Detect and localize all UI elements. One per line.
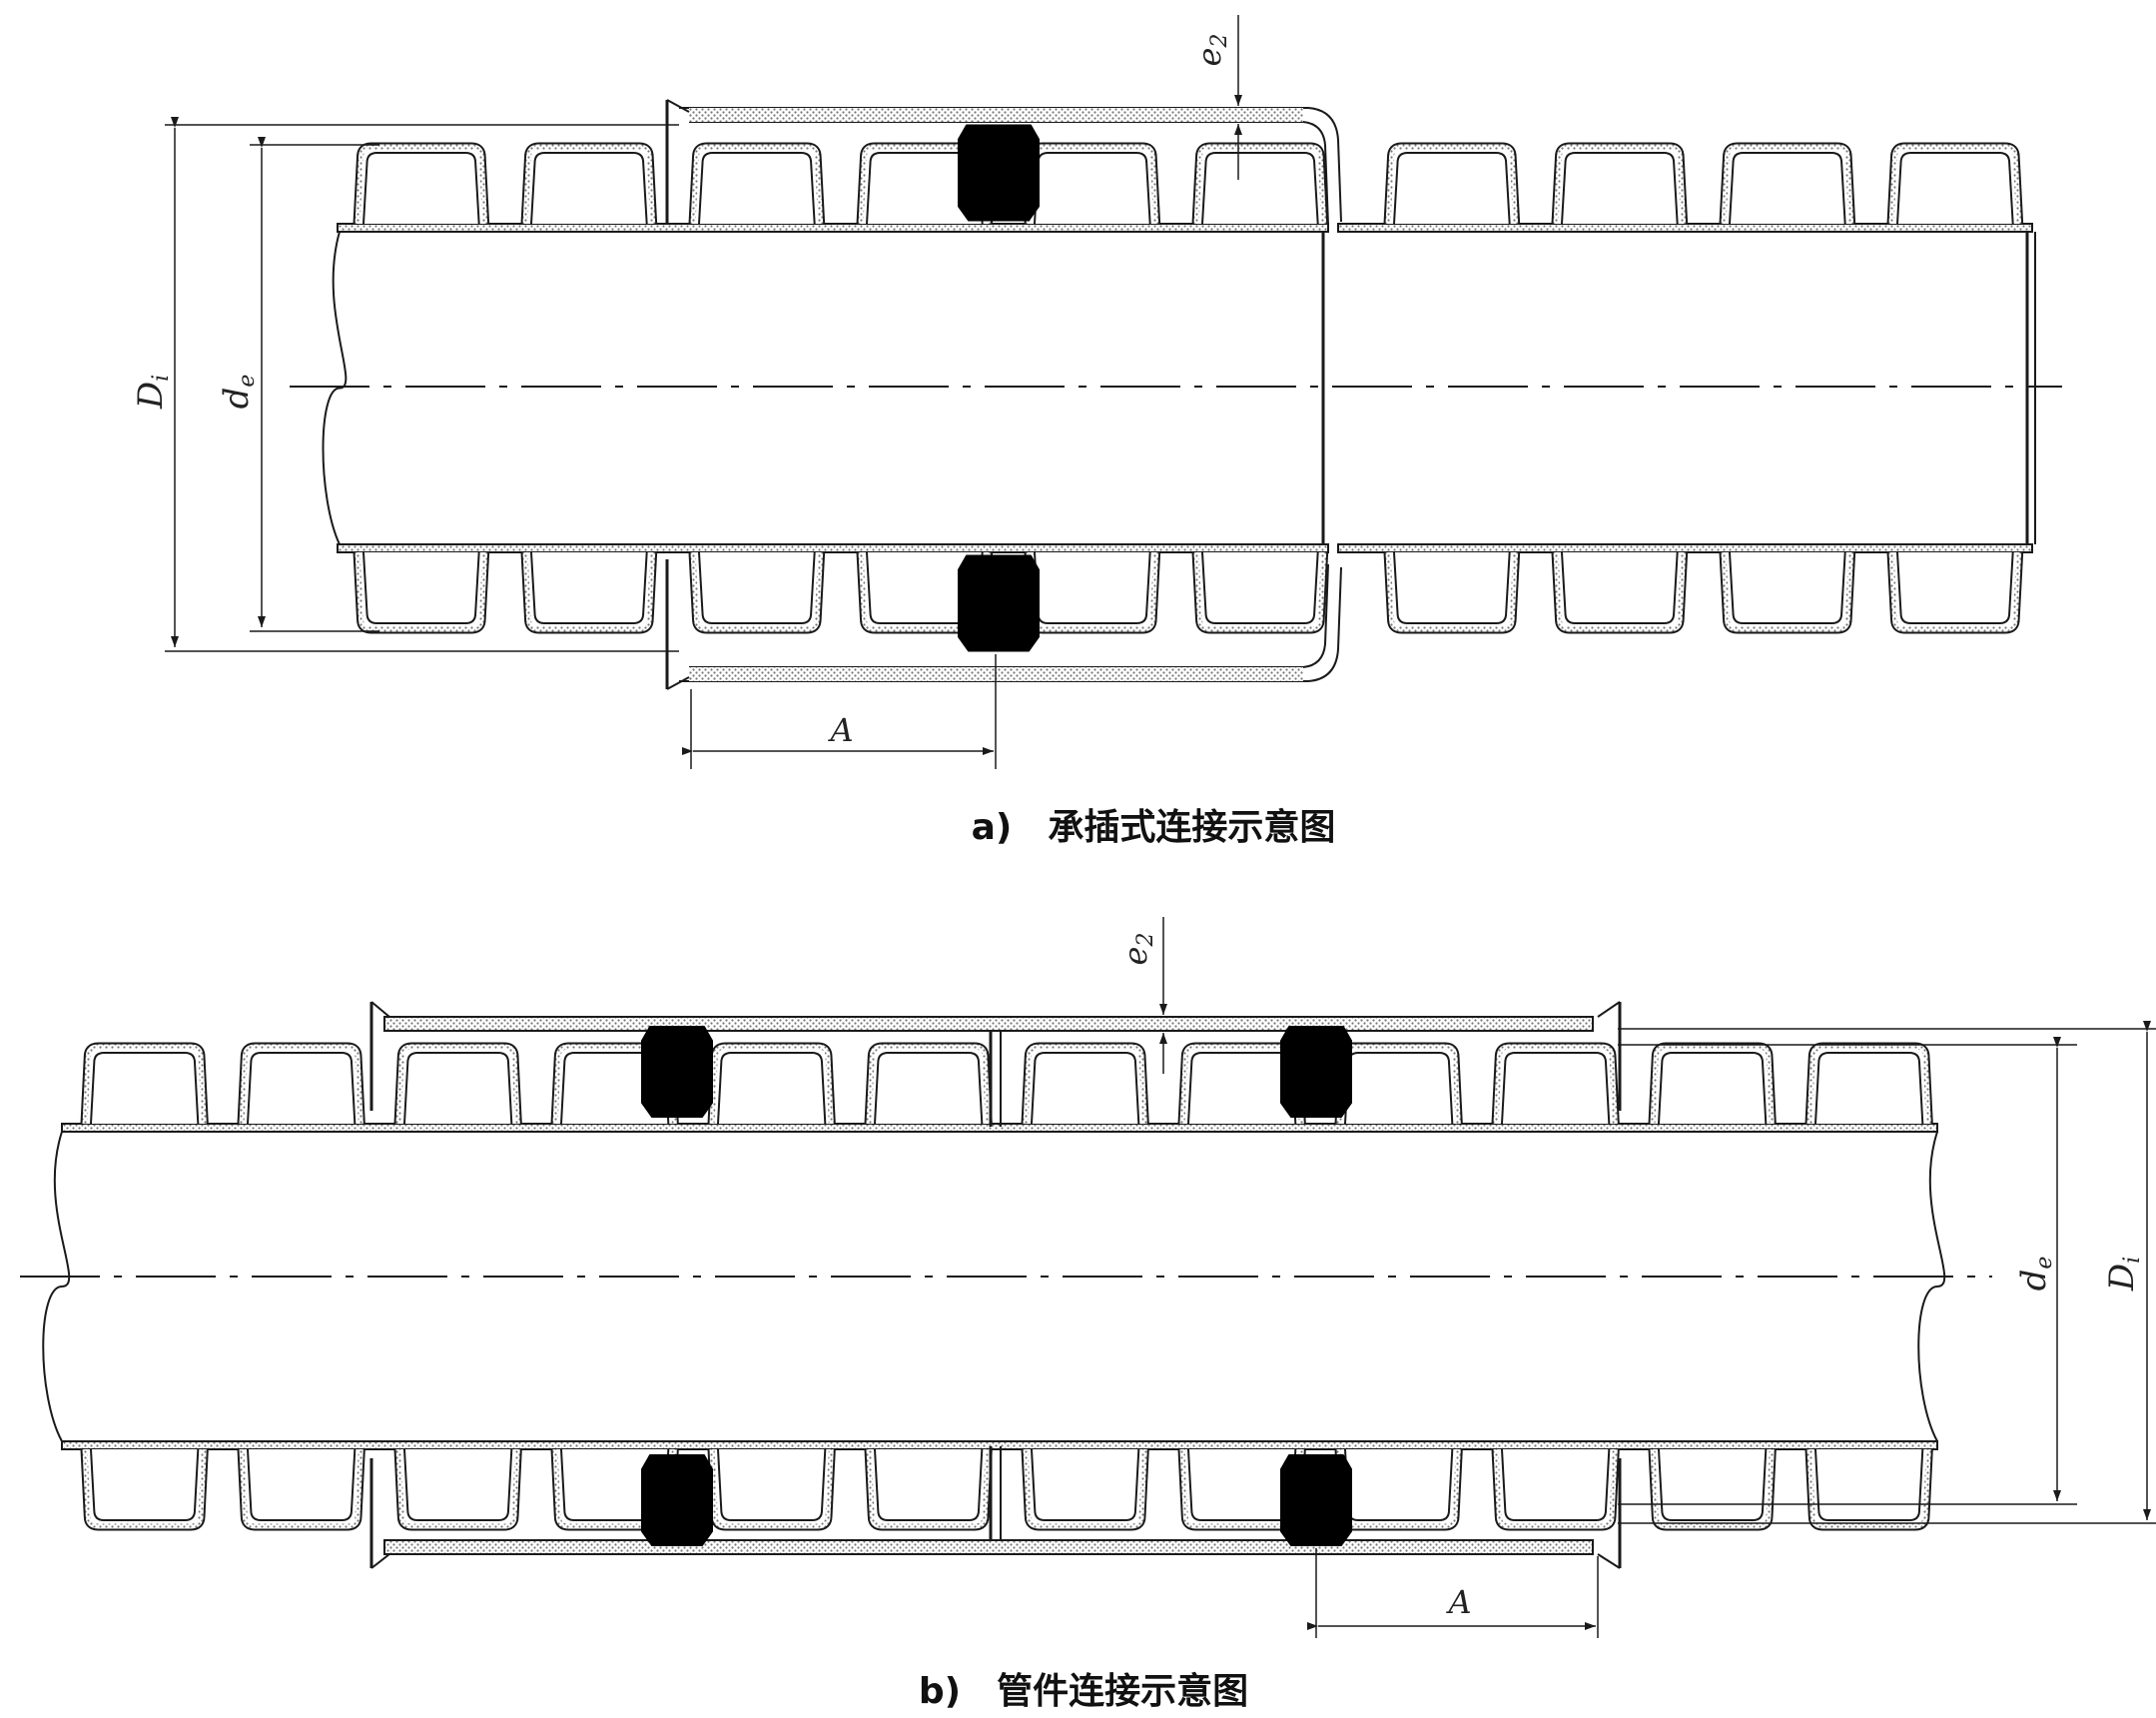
diagram-a-right-upper-corrugation-ring-inner xyxy=(1393,152,1511,225)
diagram-b-lower-corrugation-ring-inner xyxy=(717,1448,827,1521)
diagram-b-upper-corrugation-ring-inner xyxy=(1814,1052,1924,1125)
diagram-b-upper-corrugation-ring-inner xyxy=(874,1052,984,1125)
diagram-a-right-upper-corrugation-ring-inner xyxy=(1729,152,1846,225)
diagram-a-outer-diameter-label: Di xyxy=(131,375,174,410)
diagram-a-socket-top-inner xyxy=(689,121,1329,226)
diagram-a-upper-corrugation-ring-inner xyxy=(1201,152,1319,225)
diagram-b-seal-bottom-left xyxy=(641,1454,713,1546)
diagram-b-lower-corrugation-ring-inner xyxy=(874,1448,984,1521)
diagram-b-break-line-right xyxy=(1917,1131,1946,1442)
diagram-b-lower-corrugation-ring-inner xyxy=(1501,1448,1611,1521)
diagram-a-lower-corrugation-ring-inner xyxy=(698,551,816,624)
diagram-b-upper-corrugation-ring-inner xyxy=(403,1052,513,1125)
diagram-a-socket-bottom-inner xyxy=(689,563,1329,668)
diagram-b-upper-corrugation-ring-inner xyxy=(717,1052,827,1125)
diagram-b-seal-top-left xyxy=(641,1026,713,1118)
diagram-b-lower-corrugation-ring-inner xyxy=(247,1448,357,1521)
diagram-a-socket-lip-top-edge xyxy=(666,99,690,113)
diagram-a-insertion-length-label: A xyxy=(827,711,853,749)
diagram-a-socket-bottom-outer xyxy=(679,566,1342,682)
diagram-b-lower-corrugation-ring-inner xyxy=(1344,1448,1454,1521)
diagram-b-upper-corrugation-ring-inner xyxy=(1187,1052,1297,1125)
diagram-a-pipe-od-label: de xyxy=(217,375,260,410)
diagram-a-upper-corrugation-ring-inner xyxy=(530,152,648,225)
diagram-a-labels: Di de e2 A a)承插式连接示意图 xyxy=(131,34,1335,848)
diagram-a-seal-top xyxy=(958,124,1040,222)
diagram-b-insertion-length-label: A xyxy=(1445,1583,1471,1621)
diagram-b-coupling-bottom xyxy=(383,1539,1594,1555)
diagram-a-right-lower-corrugation-ring-inner xyxy=(1393,551,1511,624)
diagram-a-right-upper-corrugation-ring-inner xyxy=(1561,152,1679,225)
diagram-b-seal-top-right xyxy=(1280,1026,1352,1118)
diagram-b-upper-corrugation-ring-inner xyxy=(1658,1052,1768,1125)
diagram-a-lower-corrugation-ring-inner xyxy=(1201,551,1319,624)
diagram-a-right-lower-corrugation-ring-inner xyxy=(1561,551,1679,624)
diagram-b-upper-corrugation-ring-inner xyxy=(1501,1052,1611,1125)
diagram-a-lower-corrugation-ring-inner xyxy=(530,551,648,624)
diagram-a-upper-corrugation-wall xyxy=(337,223,1329,233)
diagram-a-caption: a)承插式连接示意图 xyxy=(972,807,1336,848)
diagram-a-socket-top-outer xyxy=(679,107,1342,223)
diagram-a-right-lower-corrugation-ring-inner xyxy=(1729,551,1846,624)
diagram-b-seal-bottom-right xyxy=(1280,1454,1352,1546)
diagram-b-pipe-od-label: de xyxy=(2014,1257,2057,1291)
diagram-b-lower-corrugation-ring-inner xyxy=(1031,1448,1140,1521)
diagram-b-coupling-lip-tr-edge xyxy=(1597,1001,1621,1018)
diagram-b-coupling-lip-bl-edge xyxy=(370,1553,390,1569)
diagram-b-upper-corrugation-ring-inner xyxy=(247,1052,357,1125)
diagram-a-socket-top-fill xyxy=(689,108,1303,122)
diagram-a-upper-corrugation-ring-inner xyxy=(698,152,816,225)
diagram-a-lower-corrugation-ring-inner xyxy=(1034,551,1151,624)
diagram-b-labels: e2 de Di A b)管件连接示意图 xyxy=(919,933,2145,1712)
diagram-a-right-upper-corrugation-ring-inner xyxy=(1896,152,2014,225)
coupling-joint-diagram xyxy=(20,917,2156,1638)
diagram-b-upper-corrugation-ring-inner xyxy=(90,1052,200,1125)
diagram-b-upper-corrugation-ring-inner xyxy=(1344,1052,1454,1125)
diagram-b-lower-corrugation-ring-inner xyxy=(90,1448,200,1521)
diagram-a-right-lower-corrugation-wall xyxy=(1337,543,2033,553)
diagram-a-lower-corrugation-wall xyxy=(337,543,1329,553)
diagram-a-seal-bottom xyxy=(958,554,1040,652)
diagram-b-wall-thickness-label: e2 xyxy=(1116,933,1158,966)
diagram-b-lower-corrugation-ring-inner xyxy=(403,1448,513,1521)
diagram-b-lower-corrugation-ring-inner xyxy=(1814,1448,1924,1521)
diagram-a-lower-corrugation-ring-inner xyxy=(362,551,480,624)
diagram-a-upper-corrugation-ring-inner xyxy=(1034,152,1151,225)
diagram-b-coupling-lip-br-edge xyxy=(1597,1553,1621,1569)
diagram-a-right-lower-corrugation-ring-inner xyxy=(1896,551,2014,624)
diagram-a-break-line xyxy=(322,231,348,545)
diagram-b-lower-corrugation-ring-inner xyxy=(1658,1448,1768,1521)
diagram-b-coupling-top xyxy=(383,1016,1594,1032)
diagram-b-coupling-lip-tl-edge xyxy=(370,1001,390,1018)
diagram-a-socket-lip-bottom-edge xyxy=(666,676,690,690)
diagram-b-upper-corrugation-ring-inner xyxy=(1031,1052,1140,1125)
diagram-b-break-line-left xyxy=(42,1131,71,1442)
diagram-a-upper-corrugation-ring-inner xyxy=(362,152,480,225)
diagram-a-wall-thickness-label: e2 xyxy=(1190,34,1232,67)
diagram-b-outer-diameter-label: Di xyxy=(2102,1257,2145,1291)
socket-joint-diagram xyxy=(165,15,2062,769)
diagram-b-lower-corrugation-ring-inner xyxy=(1187,1448,1297,1521)
diagram-a-right-upper-corrugation-wall xyxy=(1337,223,2033,233)
diagram-b-caption: b)管件连接示意图 xyxy=(919,1671,1248,1712)
